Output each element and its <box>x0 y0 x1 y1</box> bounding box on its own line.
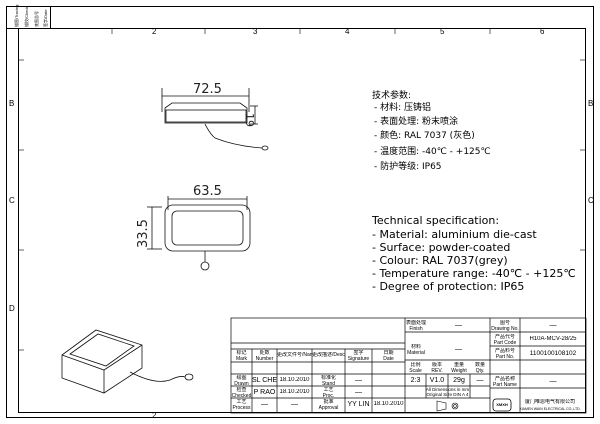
tb-note-dimensions: All Dimensions in mm <box>425 387 470 392</box>
tb-weight-label: 重量 Weight <box>451 362 467 374</box>
spec-cn-surface: - 表面处理: 粉末喷涂 <box>374 117 459 127</box>
tb-rev-label: 版本 REV. <box>431 362 443 374</box>
zone-top-5: 5 <box>440 27 445 36</box>
zone-top-3: 3 <box>253 27 258 36</box>
tb-part-code-value: H10A-MCV-28/25 <box>529 336 577 342</box>
zone-left-d: D <box>9 304 15 313</box>
spec-en-colour: - Colour: RAL 7037(grey) <box>372 254 508 267</box>
tb-part-name-value: — <box>549 378 557 385</box>
tb-qty-label: 数量 Qty. <box>474 362 485 374</box>
tb-company-cn: 厦门唯恩电气有限公司 <box>524 399 575 405</box>
tb-row1-date: 18.10.2010 <box>279 377 310 383</box>
dimension-side-height: 19 <box>243 113 256 127</box>
top-view <box>147 196 251 271</box>
projection-symbol <box>436 400 459 412</box>
tb-note-size: Original Size DIN A 4 <box>426 392 469 397</box>
tb-part-name-label: 产品名称 Part Name <box>493 376 517 388</box>
isometric-view <box>61 329 194 394</box>
tb-drawing-no-label: 图号 Drawing No. <box>491 320 519 332</box>
tb-row2-role2: 工艺 Proc. <box>322 387 335 399</box>
tb-header-mark: 标记 Mark <box>235 350 248 362</box>
spec-cn-title: 技术参数: <box>372 91 412 101</box>
company-logo-icon <box>492 398 512 412</box>
tb-row2-name2: — <box>355 389 362 396</box>
tb-row3-name2: YY LIN <box>347 401 370 408</box>
spec-cn-protection: - 防护等级: IP65 <box>374 162 442 172</box>
tb-part-code-label: 产品代号 Part Code <box>493 334 517 346</box>
tb-row2-name: P RAO <box>253 389 276 396</box>
tb-qty-value: — <box>476 377 484 384</box>
spec-cn-temperature: - 温度范围: -40℃ - +125℃ <box>374 147 491 157</box>
company-logo-text: XMXH <box>496 402 508 407</box>
zone-bottom-2: 2 <box>152 411 157 420</box>
zone-top-6: 6 <box>540 27 545 36</box>
tb-row3-role: 工艺 Process <box>232 399 251 411</box>
tb-row1-role: 绘图 Drawn <box>234 375 249 387</box>
spec-en-title: Technical specification: <box>372 214 500 227</box>
zone-left-b: B <box>9 99 15 108</box>
tb-row2-role: 检查 Checked <box>231 387 252 399</box>
tb-row1-name: SL CHEN <box>252 377 277 384</box>
tb-material-label: 材料 Material <box>407 344 425 356</box>
tb-header-number: 处数 Number <box>255 350 274 362</box>
tb-header-signature: 签字 Signature <box>347 350 370 362</box>
tb-row2-date: 18.10.2010 <box>279 389 310 395</box>
spec-en-temperature: - Temperature range: -40℃ - +125℃ <box>372 267 576 280</box>
tb-rev-value: V1.0 <box>429 377 445 384</box>
side-revision-strip <box>6 6 51 29</box>
tb-row3-date2: 18.10.2010 <box>373 401 404 407</box>
spec-cn-material: - 材料: 压铸铝 <box>374 103 432 113</box>
title-block-grid <box>230 317 587 414</box>
zone-top-2: 2 <box>152 27 157 36</box>
zone-right-c: C <box>588 196 594 205</box>
tb-finish-value: — <box>455 322 462 329</box>
tb-row3-date: — <box>291 401 298 408</box>
dimension-side-width: 72.5 <box>193 82 222 97</box>
tb-drawing-no-value: — <box>549 322 557 329</box>
zone-right-b: B <box>588 99 594 108</box>
tb-scale-label: 比例 Scale <box>409 362 422 374</box>
dimension-top-width: 63.5 <box>193 184 222 199</box>
tb-row1-name2: — <box>355 377 362 384</box>
tb-part-no-label: 产品料号 Part No. <box>494 348 515 360</box>
zone-left-c: C <box>9 196 15 205</box>
tb-row3-role2: 批准 Approval <box>318 399 339 411</box>
tb-header-description: 更改描述/Description <box>312 352 345 358</box>
spec-en-material: - Material: aluminium die-cast <box>372 228 537 241</box>
spec-en-surface: - Surface: powder-coated <box>372 241 511 254</box>
tb-scale-value: 2:3 <box>410 377 421 384</box>
zone-top-4: 4 <box>345 27 350 36</box>
tb-row3-name: — <box>261 401 268 408</box>
tb-weight-value: 29g <box>453 377 465 384</box>
tb-material-value: — <box>455 346 462 353</box>
tb-company-en: XIAMEN WAIN ELECTRICAL CO.,LTD. <box>519 407 581 411</box>
tb-header-date: 日期 Date <box>383 350 394 362</box>
dimension-top-height: 33.5 <box>136 219 151 248</box>
spec-cn-colour: - 颜色: RAL 7037 (灰色) <box>374 131 475 141</box>
drawing-outer-frame <box>6 6 594 418</box>
tb-part-no-value: 1100100108102 <box>529 350 577 357</box>
tb-finish-label: 表面处理 Finish <box>405 320 426 332</box>
tb-row1-role2: 标准化 Stand <box>320 375 336 387</box>
spec-en-protection: - Degree of protection: IP65 <box>372 280 525 293</box>
side-view <box>161 88 269 151</box>
tb-header-name: 更改文件号/Name <box>277 352 312 358</box>
drawing-inner-frame <box>18 28 586 413</box>
